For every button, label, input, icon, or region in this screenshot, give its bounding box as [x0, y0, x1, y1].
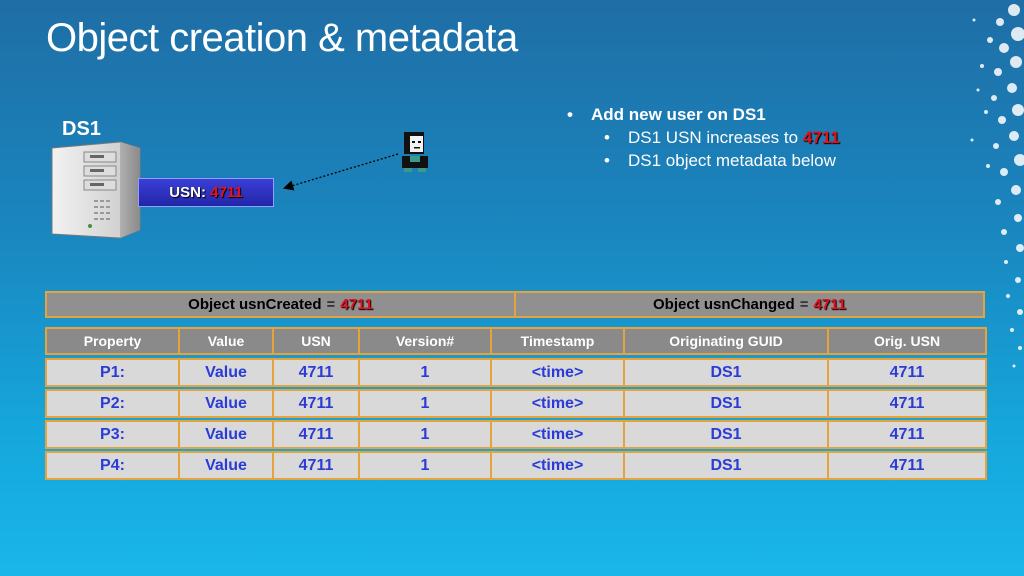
bullet-sub-metadata: • DS1 object metadata below	[604, 151, 836, 170]
cell-originating-guid: DS1	[623, 389, 829, 418]
cell-property: P1:	[45, 358, 180, 387]
cell-usn: 4711	[272, 358, 360, 387]
cell-timestamp: <time>	[490, 389, 625, 418]
table-row: P4: Value 4711 1 <time> DS1 4711	[45, 451, 987, 480]
cell-version: 1	[358, 451, 492, 480]
object-usn-bar: Object usnCreated = 4711 Object usnChang…	[45, 291, 985, 318]
usn-created-label: Object usnCreated	[188, 296, 322, 313]
cell-value: Value	[178, 389, 274, 418]
table-row: P2: Value 4711 1 <time> DS1 4711	[45, 389, 987, 418]
user-person-icon	[402, 132, 428, 172]
table-row: P1: Value 4711 1 <time> DS1 4711	[45, 358, 987, 387]
metadata-table-header: Property Value USN Version# Timestamp Or…	[45, 327, 987, 355]
usn-changed-value: 4711	[813, 296, 846, 313]
usn-label: USN:	[169, 184, 206, 201]
cell-timestamp: <time>	[490, 451, 625, 480]
bullet-sub-usn-text: DS1 USN increases to	[628, 128, 799, 147]
bullet-main: • Add new user on DS1	[567, 105, 766, 124]
cell-version: 1	[358, 420, 492, 449]
cell-version: 1	[358, 389, 492, 418]
cell-usn: 4711	[272, 420, 360, 449]
cell-value: Value	[178, 420, 274, 449]
header-usn: USN	[272, 327, 360, 355]
cell-orig-usn: 4711	[827, 358, 987, 387]
cell-property: P3:	[45, 420, 180, 449]
usn-created-value: 4711	[340, 296, 373, 313]
usn-value: 4711	[210, 184, 243, 201]
usn-changed-cell: Object usnChanged = 4711	[514, 293, 983, 316]
server-computer-icon	[51, 141, 141, 239]
cell-orig-usn: 4711	[827, 389, 987, 418]
cell-usn: 4711	[272, 451, 360, 480]
header-originating-guid: Originating GUID	[623, 327, 829, 355]
header-version: Version#	[358, 327, 492, 355]
cell-version: 1	[358, 358, 492, 387]
header-orig-usn: Orig. USN	[827, 327, 987, 355]
cell-timestamp: <time>	[490, 358, 625, 387]
cell-orig-usn: 4711	[827, 420, 987, 449]
usn-created-cell: Object usnCreated = 4711	[47, 293, 514, 316]
cell-property: P4:	[45, 451, 180, 480]
cell-orig-usn: 4711	[827, 451, 987, 480]
cell-value: Value	[178, 451, 274, 480]
cell-usn: 4711	[272, 389, 360, 418]
cell-property: P2:	[45, 389, 180, 418]
cell-value: Value	[178, 358, 274, 387]
cell-originating-guid: DS1	[623, 451, 829, 480]
cell-originating-guid: DS1	[623, 358, 829, 387]
bullet-sub-usn: • DS1 USN increases to 4711	[604, 128, 840, 147]
table-row: P3: Value 4711 1 <time> DS1 4711	[45, 420, 987, 449]
slide-title: Object creation & metadata	[46, 16, 518, 60]
bullet-main-text: Add new user on DS1	[591, 105, 766, 124]
bullet-sub-metadata-text: DS1 object metadata below	[628, 151, 836, 170]
bullet-list: • Add new user on DS1 • DS1 USN increase…	[567, 105, 840, 171]
dotted-arrow-icon	[283, 153, 399, 191]
cell-timestamp: <time>	[490, 420, 625, 449]
header-timestamp: Timestamp	[490, 327, 625, 355]
usn-badge: USN: 4711	[138, 178, 274, 207]
usn-changed-label: Object usnChanged	[653, 296, 795, 313]
bullet-sub-usn-value: 4711	[802, 128, 840, 147]
header-property: Property	[45, 327, 180, 355]
server-label: DS1	[62, 118, 101, 140]
cell-originating-guid: DS1	[623, 420, 829, 449]
header-value: Value	[178, 327, 274, 355]
decorative-dot-pattern	[970, 4, 1024, 368]
